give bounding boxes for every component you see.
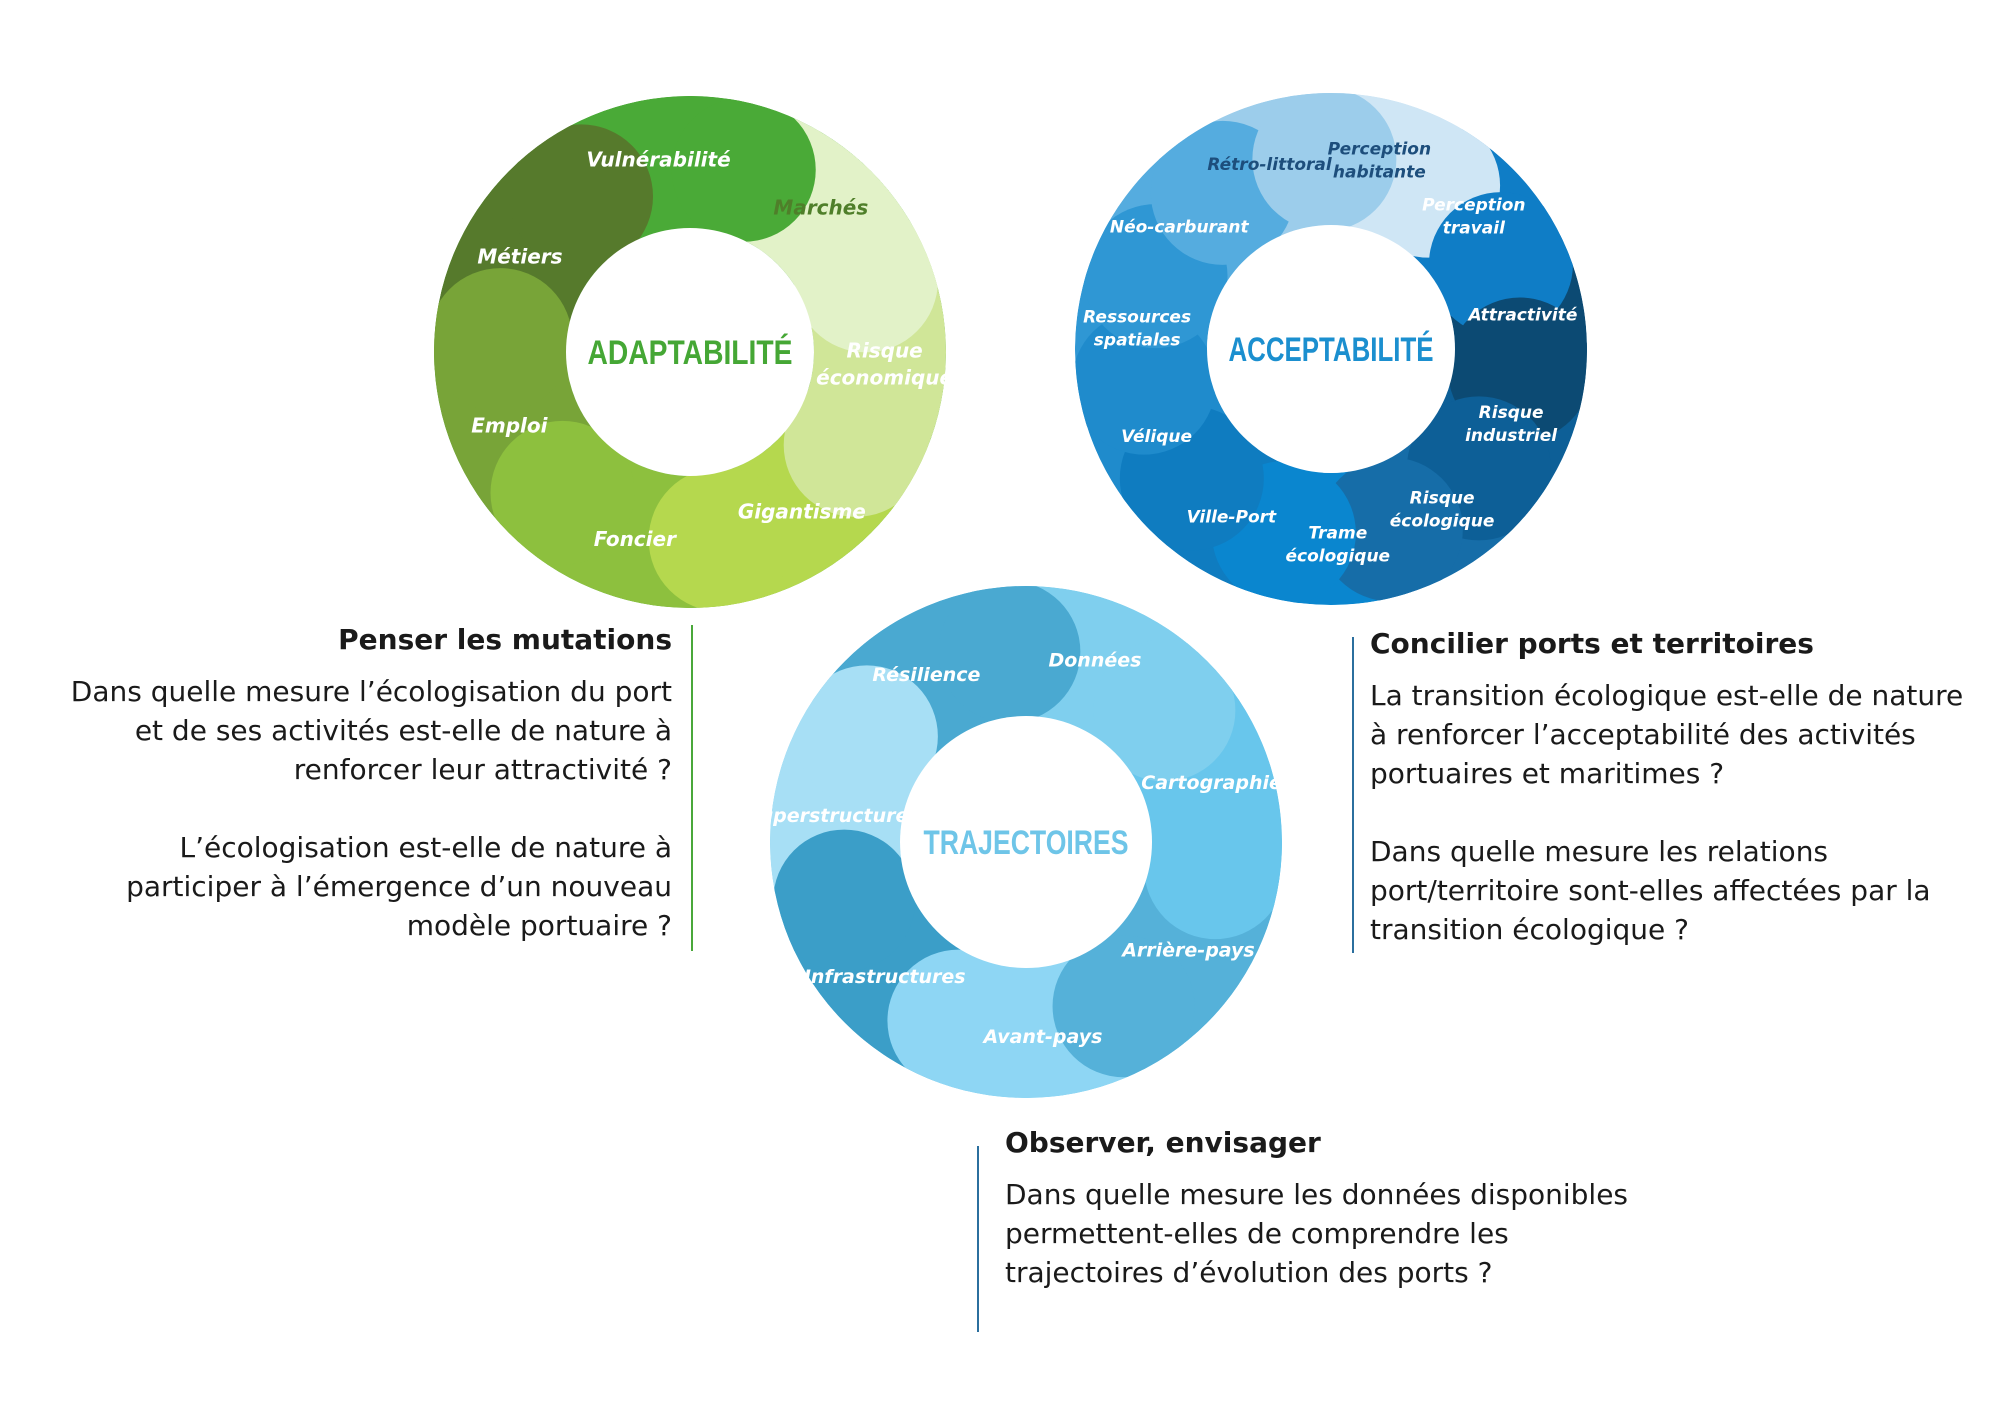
segment-cap bbox=[773, 829, 916, 972]
block-heading: Concilier ports et territoires bbox=[1370, 627, 1814, 660]
block-paragraph: Dans quelle mesure l’écologisation du po… bbox=[70, 675, 672, 786]
text-block-concilier-ports: Concilier ports et territoires La transi… bbox=[1370, 626, 1980, 949]
segment-label: Emploi bbox=[471, 413, 548, 437]
ring-title: ADAPTABILITÉ bbox=[588, 334, 793, 372]
block-paragraph: Dans quelle mesure les données disponibl… bbox=[1005, 1178, 1629, 1289]
segment-cap bbox=[1144, 797, 1282, 940]
block-paragraph: Dans quelle mesure les relations port/te… bbox=[1370, 835, 1931, 946]
segment-label: Néo-carburant bbox=[1110, 217, 1250, 237]
segment-cap bbox=[783, 372, 928, 517]
segment-label: Données bbox=[1048, 649, 1141, 671]
segment-label: Résilience bbox=[872, 664, 980, 686]
segment-cap bbox=[509, 124, 654, 269]
right-divider-line bbox=[1352, 637, 1354, 953]
block-heading: Observer, envisager bbox=[1005, 1126, 1321, 1159]
segment-label: Superstructures bbox=[746, 805, 920, 827]
segment-cap bbox=[671, 97, 816, 242]
ring-title: ACCEPTABILITÉ bbox=[1229, 331, 1434, 369]
segment-label: Foncier bbox=[594, 527, 677, 551]
block-heading: Penser les mutations bbox=[338, 623, 672, 656]
segment-label: Vélique bbox=[1121, 427, 1192, 447]
segment-cap bbox=[1093, 639, 1236, 782]
text-block-penser-les-mutations: Penser les mutations Dans quelle mesure … bbox=[40, 622, 672, 945]
segment-cap bbox=[648, 467, 793, 608]
segment-cap bbox=[490, 420, 635, 565]
segment-label: Gigantisme bbox=[738, 500, 866, 524]
ring-center bbox=[566, 228, 814, 476]
segment-label: Cartographie bbox=[1141, 772, 1282, 794]
segment-label: Arrière-pays bbox=[1120, 939, 1255, 961]
segment-label: Marchés bbox=[773, 195, 868, 219]
segment-cap bbox=[1252, 93, 1397, 232]
segment-cap bbox=[434, 268, 573, 413]
segment-cap bbox=[1075, 310, 1216, 455]
text-block-observer-envisager: Observer, envisager Dans quelle mesure l… bbox=[1005, 1125, 1645, 1292]
segment-cap bbox=[1052, 935, 1195, 1078]
segment-label: Attractivité bbox=[1466, 305, 1577, 325]
segment-label: Ville-Port bbox=[1187, 508, 1277, 528]
segment-label: Infrastructures bbox=[804, 966, 966, 988]
segment-cap bbox=[938, 586, 1081, 723]
block-paragraph: La transition écologique est-elle de nat… bbox=[1370, 679, 1964, 790]
segment-label: Rétro-littoral bbox=[1207, 155, 1332, 175]
segment-cap bbox=[1318, 457, 1463, 602]
left-divider-line bbox=[691, 625, 693, 951]
ring-center bbox=[900, 716, 1152, 968]
segment-label: Métiers bbox=[477, 245, 562, 269]
segment-cap bbox=[887, 949, 1030, 1092]
segment-cap bbox=[795, 665, 938, 808]
ring-trajectoires: DonnéesCartographieArrière-paysAvant-pay… bbox=[746, 586, 1282, 1098]
ring-title: TRAJECTOIRES bbox=[924, 824, 1129, 862]
segment-label: Vulnérabilité bbox=[586, 148, 730, 172]
block-paragraph: L’écologisation est-elle de nature à par… bbox=[126, 831, 672, 942]
segment-cap bbox=[793, 208, 938, 353]
bottom-divider-line bbox=[977, 1146, 979, 1332]
segment-label: Avant-pays bbox=[982, 1026, 1103, 1048]
ring-center bbox=[1207, 225, 1455, 473]
